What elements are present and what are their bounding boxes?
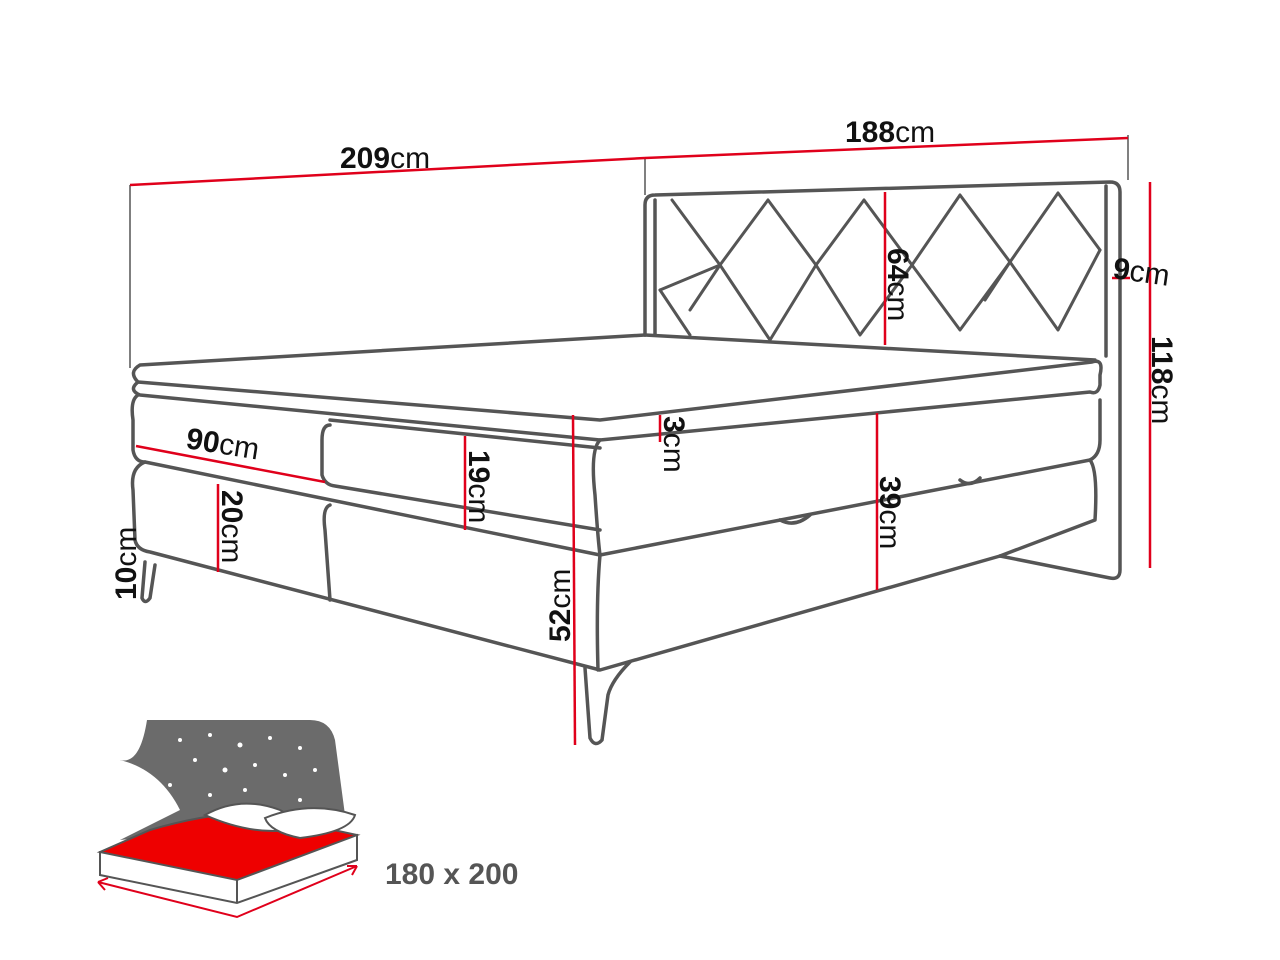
bed-legs: [140, 560, 632, 746]
label-base-height: 20cm: [215, 490, 248, 563]
label-headboard-thickness: 9cm: [1111, 252, 1172, 293]
sleeping-area-icon: [96, 720, 361, 919]
label-sleeping-height: 52cm: [544, 569, 577, 642]
mattress: [130, 333, 1103, 557]
dimension-lines: [129, 136, 1152, 746]
label-box-height: 39cm: [873, 476, 906, 549]
stars-icon: [138, 733, 317, 802]
label-width: 188cm: [845, 116, 935, 149]
label-topper-height: 3cm: [657, 416, 690, 473]
label-total-height: 118cm: [1145, 336, 1178, 424]
label-half-width: 90cm: [184, 422, 262, 466]
extension-lines: [129, 135, 1129, 368]
label-leg-height: 10cm: [110, 527, 143, 600]
label-headboard-panel-height: 64cm: [881, 248, 914, 321]
label-total-length: 209cm: [340, 142, 430, 175]
dim-line-52: [571, 414, 577, 746]
label-mattress-height: 19cm: [462, 450, 495, 523]
sleeping-area-size-label: 180 x 200: [385, 858, 518, 891]
headboard-quilting-pattern: [658, 191, 1102, 342]
dim-line-188: [644, 136, 1129, 160]
box-spring-base: [130, 458, 1098, 672]
dim-line-90: [135, 444, 326, 484]
pillow-icon: [263, 807, 357, 840]
size-arrow: [97, 865, 358, 919]
headboard: [643, 180, 1122, 581]
dim-line-209: [129, 156, 646, 187]
